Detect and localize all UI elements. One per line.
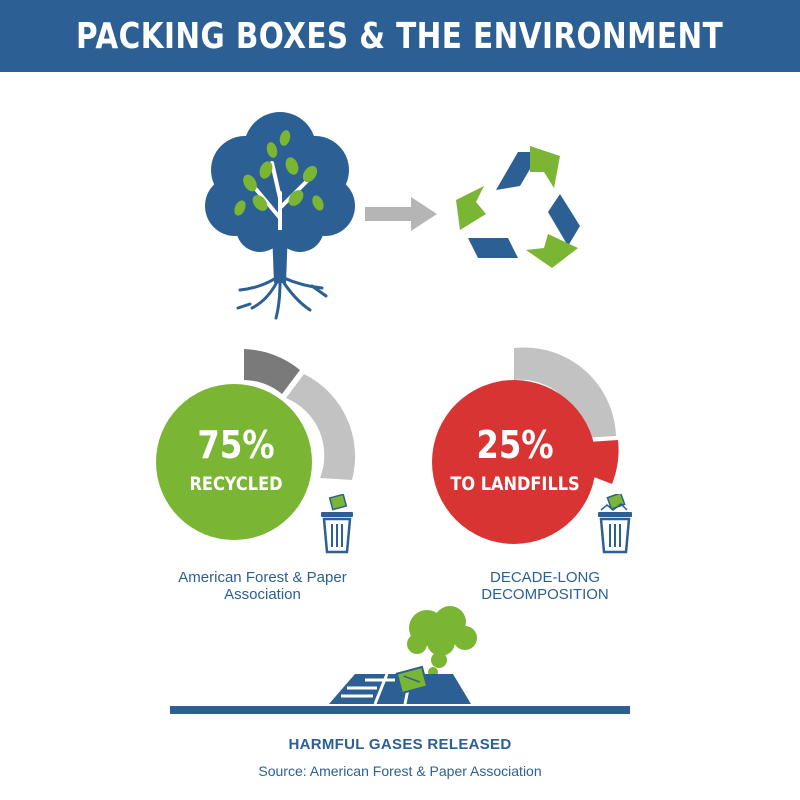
trash-bin-icon <box>321 494 353 554</box>
gauge-track-dark <box>244 349 300 394</box>
landfill-label: TO LANDFILLS <box>450 473 580 495</box>
recycle-icon <box>456 146 580 268</box>
recycled-disc <box>156 384 312 540</box>
header-banner: PACKING BOXES & THE ENVIRONMENT <box>0 0 800 72</box>
gauge-track-light <box>286 374 356 480</box>
gas-cloud-icon <box>407 606 477 677</box>
trash-bin-icon <box>598 494 632 554</box>
gauge-track-light <box>514 347 616 438</box>
recycled-percent: 75% <box>197 423 275 467</box>
page-title: PACKING BOXES & THE ENVIRONMENT <box>76 15 724 57</box>
landfill-percent: 25% <box>476 423 554 467</box>
tree-icon <box>205 112 355 320</box>
recycled-gauge <box>156 349 356 540</box>
landfill-disc <box>432 380 596 544</box>
arrow-right-icon <box>365 197 437 231</box>
ground-line <box>170 706 630 714</box>
source-note: Source: American Forest & Paper Associat… <box>258 763 542 779</box>
recycled-text: 75% RECYCLED <box>154 423 318 495</box>
landfill-caption: DECADE-LONG DECOMPOSITION <box>481 569 609 603</box>
landfill-text: 25% TO LANDFILLS <box>430 423 600 495</box>
recycled-label: RECYCLED <box>189 473 283 495</box>
footer-caption: HARMFUL GASES RELEASED <box>288 736 512 753</box>
recycled-caption: American Forest & Paper Association <box>178 569 347 603</box>
landfill-icon <box>329 665 471 705</box>
landfill-gauge <box>432 347 619 544</box>
